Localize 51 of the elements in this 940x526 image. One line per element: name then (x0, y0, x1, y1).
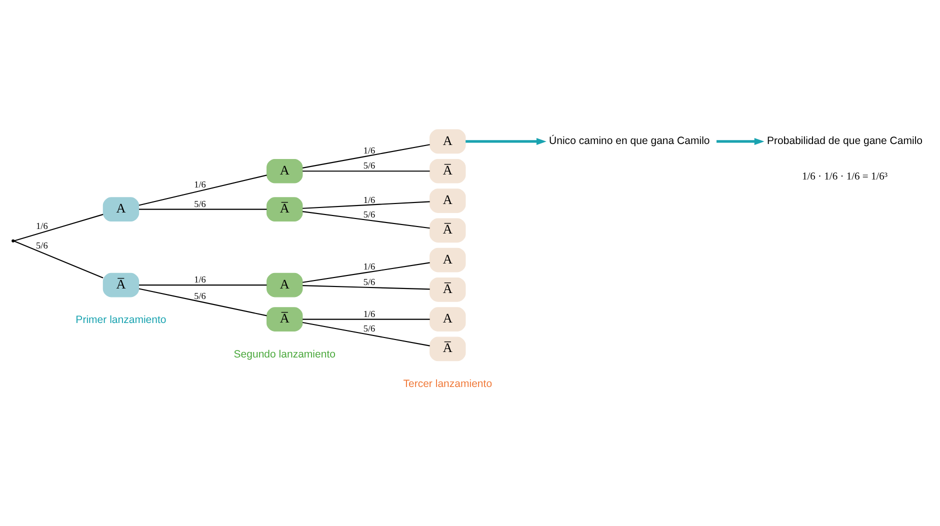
edge-label: 5/6 (362, 277, 375, 288)
node-box: A (266, 272, 302, 298)
edge-label: 1/6 (362, 194, 375, 205)
node-box: A̅ (429, 336, 466, 362)
connector (138, 284, 266, 286)
edge-label: 1/6 (362, 261, 375, 272)
edge-label: 5/6 (362, 209, 375, 220)
connector (14, 214, 103, 242)
label: Tercer lanzamiento (402, 378, 492, 390)
edge-label: 5/6 (194, 198, 206, 209)
edge-label: 5/6 (194, 291, 206, 302)
edge-label: 5/6 (362, 160, 375, 171)
node-point (11, 239, 14, 242)
node-box: A (429, 248, 466, 272)
node-box: A̅ (266, 307, 302, 332)
connector (302, 201, 430, 209)
label: Segundo lanzamiento (233, 348, 336, 360)
node-box: A̅ (429, 218, 466, 243)
edge-label: 5/6 (362, 323, 375, 334)
connector (302, 211, 430, 229)
edge-label: 1/6 (362, 308, 375, 319)
edge-label: 1/6 (194, 274, 206, 285)
node-box: A̅ (429, 278, 466, 302)
edge-label: 1/6 (36, 221, 48, 232)
label: Primer lanzamiento (75, 314, 166, 326)
node-text: Probabilidad de que gane Camilo (766, 134, 922, 147)
connector (302, 285, 430, 290)
node-text: Único camino en que gana Camilo (548, 134, 710, 147)
connector (138, 208, 266, 210)
node-box: A (102, 197, 139, 222)
edge-label: 1/6 (194, 180, 206, 190)
node-box: A̅ (266, 197, 302, 222)
node-box: A (266, 158, 302, 184)
edge-label: 5/6 (36, 240, 48, 250)
node-box: A (429, 307, 466, 332)
connector (302, 170, 430, 172)
node-box: A (429, 129, 466, 154)
node-box: A (429, 188, 466, 213)
connector (302, 318, 430, 320)
label: 1/6 · 1/6 · 1/6 = 1/6³ (801, 172, 888, 183)
edge-label: 1/6 (362, 145, 375, 156)
connector (302, 322, 430, 346)
connector (302, 262, 430, 283)
arrow (716, 138, 764, 145)
connector (302, 144, 430, 168)
arrow (465, 138, 546, 145)
connector (138, 288, 266, 316)
node-box: A̅ (102, 272, 139, 298)
connector (138, 174, 266, 206)
connector (14, 240, 103, 278)
node-box: A̅ (429, 158, 466, 184)
